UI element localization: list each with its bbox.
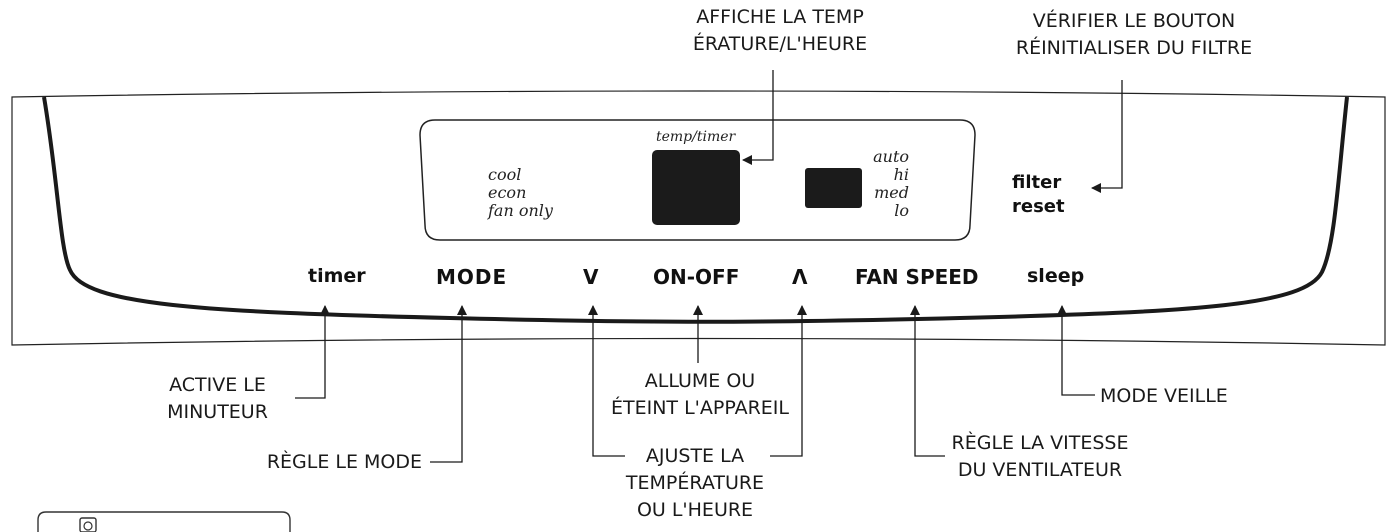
- leader-mode: [430, 305, 467, 463]
- mode-list: cool econ fan only: [488, 166, 553, 220]
- power-icon-frame: [79, 517, 97, 532]
- speed-med: med: [874, 183, 909, 202]
- callout-display-line2: ÉRATURE/L'HEURE: [692, 33, 868, 55]
- temp-down-button[interactable]: V: [583, 265, 599, 289]
- callout-filter: VÉRIFIER LE BOUTON RÉINITIALISER DU FILT…: [984, 8, 1284, 62]
- leader-display: [742, 70, 774, 165]
- filter-label: filter: [1012, 172, 1062, 193]
- callout-timer: ACTIVE LE MINUTEUR: [145, 372, 290, 426]
- mode-button[interactable]: MODE: [436, 265, 508, 289]
- leader-filter: [1091, 80, 1123, 193]
- callout-fan-speed: RÈGLE LA VITESSE DU VENTILATEUR: [950, 430, 1130, 484]
- leader-timer: [295, 305, 330, 399]
- callout-power: ALLUME OU ÉTEINT L'APPAREIL: [600, 368, 800, 422]
- callout-fan-speed-line1: RÈGLE LA VITESSE: [951, 432, 1129, 454]
- reset-label: reset: [1012, 196, 1065, 217]
- speed-auto: auto: [873, 147, 909, 166]
- speed-hi: hi: [893, 165, 909, 184]
- temp-timer-screen: [652, 150, 740, 225]
- mode-cool: cool: [488, 165, 522, 184]
- remote-outline: [37, 511, 291, 532]
- callout-power-line1: ALLUME OU: [644, 370, 756, 392]
- leader-up: [770, 305, 807, 457]
- callout-temperature-line1: AJUSTE LA: [645, 445, 745, 467]
- temp-up-button[interactable]: Λ: [792, 265, 808, 289]
- mode-fan-only: fan only: [488, 201, 553, 220]
- callout-timer-line1: ACTIVE LE: [169, 374, 266, 396]
- callout-filter-line1: VÉRIFIER LE BOUTON: [1032, 10, 1236, 32]
- callout-temperature: AJUSTE LA TEMPÉRATURE OU L'HEURE: [620, 443, 770, 524]
- callout-mode: RÈGLE LE MODE: [266, 451, 422, 473]
- filter-reset-button[interactable]: filter reset: [1012, 171, 1065, 219]
- fan-speed-button[interactable]: FAN SPEED: [855, 265, 979, 289]
- callout-timer-line2: MINUTEUR: [167, 401, 268, 423]
- sleep-button[interactable]: sleep: [1027, 265, 1085, 287]
- callout-temperature-line2: TEMPÉRATURE: [625, 472, 765, 494]
- callout-temperature-line3: OU L'HEURE: [636, 499, 754, 521]
- power-icon: [83, 521, 93, 531]
- display-label: temp/timer: [656, 129, 736, 145]
- timer-button[interactable]: timer: [308, 265, 366, 287]
- callout-power-line2: ÉTEINT L'APPAREIL: [611, 397, 789, 419]
- leader-sleep: [1057, 305, 1095, 396]
- speed-lo: lo: [894, 201, 909, 220]
- fan-speed-list: auto hi med lo: [873, 148, 909, 220]
- panel-bezel: [42, 96, 1349, 324]
- callout-filter-line2: RÉINITIALISER DU FILTRE: [1015, 37, 1253, 59]
- callout-display-line1: AFFICHE LA TEMP: [696, 6, 864, 28]
- callout-display: AFFICHE LA TEMP ÉRATURE/L'HEURE: [660, 4, 900, 58]
- leader-fan-speed: [910, 305, 945, 457]
- on-off-button[interactable]: ON-OFF: [653, 265, 740, 289]
- mode-econ: econ: [488, 183, 527, 202]
- fan-speed-indicator: [805, 168, 862, 208]
- callout-fan-speed-line2: DU VENTILATEUR: [957, 459, 1123, 481]
- callout-sleep: MODE VEILLE: [1100, 385, 1228, 407]
- leader-down: [588, 305, 625, 457]
